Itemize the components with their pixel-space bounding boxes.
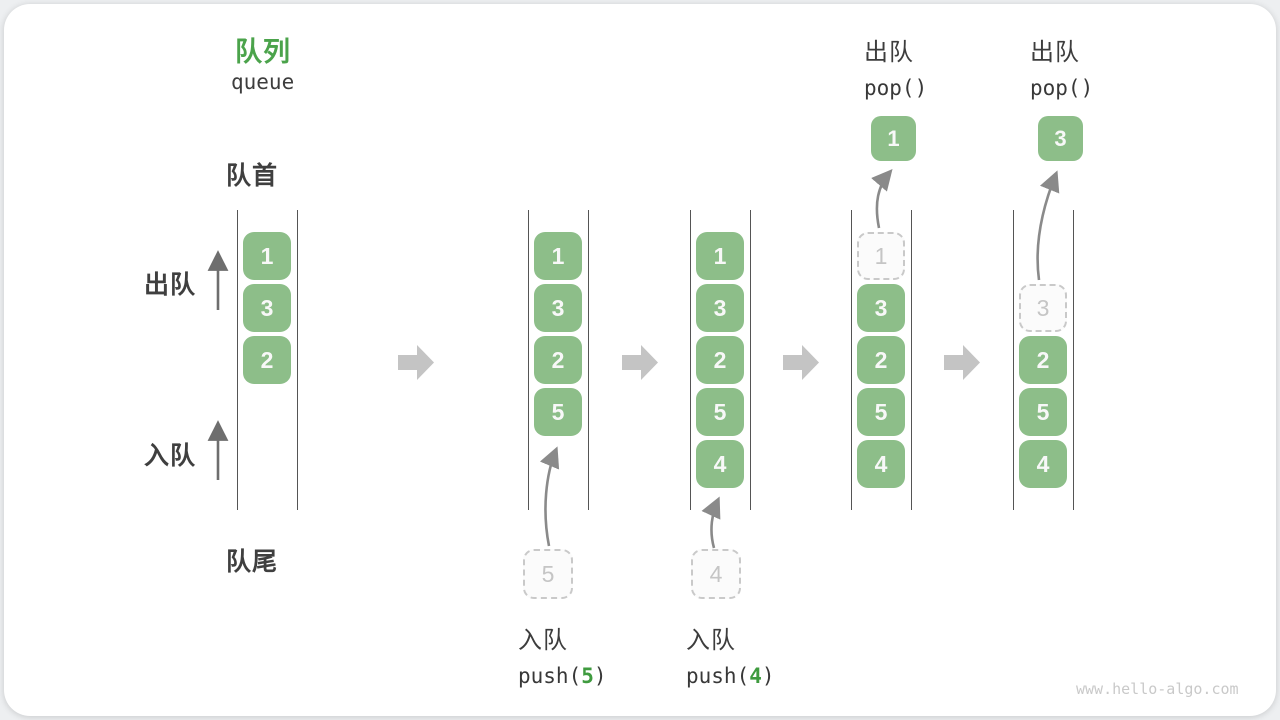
- push-code-prefix: push(: [686, 664, 750, 688]
- queue-item: 3: [534, 284, 582, 332]
- queue-item: 1: [243, 232, 291, 280]
- push-label: 入队: [518, 627, 568, 654]
- push-code-prefix: push(: [518, 664, 582, 688]
- pop-label: 出队: [864, 39, 914, 66]
- queue-state-2: 1 3 2 5: [528, 210, 589, 510]
- front-label: 队首: [226, 162, 279, 190]
- queue-item: 3: [243, 284, 291, 332]
- rear-label: 队尾: [226, 548, 279, 576]
- pop-code: pop(): [1030, 76, 1094, 100]
- queue-item: 2: [1019, 336, 1067, 384]
- push-annotation-2: 入队 push(4): [686, 620, 775, 688]
- queue-item-removed: 1: [857, 232, 905, 280]
- queue-item: 5: [534, 388, 582, 436]
- push4-arrow-icon: [701, 496, 721, 549]
- queue-item: 4: [857, 440, 905, 488]
- queue-state-4: 1 3 2 5 4: [851, 210, 912, 510]
- staged-value-box: 5: [523, 549, 573, 599]
- pop-annotation-1: 出队 pop(): [864, 32, 927, 100]
- queue-item: 5: [857, 388, 905, 436]
- push-code: push(5): [518, 664, 607, 688]
- queue-item: 5: [1019, 388, 1067, 436]
- staged-value-box: 4: [691, 549, 741, 599]
- queue-state-1: 1 3 2: [237, 210, 298, 510]
- popped-value-box: 1: [871, 116, 916, 161]
- queue-item: 1: [534, 232, 582, 280]
- step-arrow-icon: [783, 345, 819, 380]
- dequeue-label: 出队: [144, 271, 197, 299]
- step-arrow-icon: [622, 345, 658, 380]
- queue-item: 2: [243, 336, 291, 384]
- queue-item: 2: [857, 336, 905, 384]
- push-code-arg: 4: [749, 664, 762, 688]
- pop-code: pop(): [864, 76, 928, 100]
- push-annotation-1: 入队 push(5): [518, 620, 607, 688]
- popped-value-box: 3: [1038, 116, 1083, 161]
- page-subtitle: queue: [231, 70, 295, 94]
- queue-item: 4: [696, 440, 744, 488]
- push-code-suffix: ): [593, 664, 607, 688]
- push5-arrow-icon: [539, 446, 560, 547]
- pop1-arrow-icon: [871, 169, 893, 229]
- watermark: www.hello-algo.com: [1076, 680, 1239, 698]
- push-code: push(4): [686, 664, 775, 688]
- queue-item: 2: [696, 336, 744, 384]
- step-arrow-icon: [944, 345, 980, 380]
- queue-item: 3: [857, 284, 905, 332]
- enqueue-label: 入队: [144, 442, 197, 470]
- queue-item: 4: [1019, 440, 1067, 488]
- push-label: 入队: [686, 627, 736, 654]
- pop-annotation-2: 出队 pop(): [1030, 32, 1093, 100]
- queue-state-5: 3 2 5 4: [1013, 210, 1074, 510]
- queue-item: 1: [696, 232, 744, 280]
- step-arrow-icon: [398, 345, 434, 380]
- queue-state-3: 1 3 2 5 4: [690, 210, 751, 510]
- queue-item-removed: 3: [1019, 284, 1067, 332]
- push-code-suffix: ): [761, 664, 775, 688]
- pop-label: 出队: [1030, 39, 1080, 66]
- pop3-arrow-icon: [1036, 170, 1060, 281]
- queue-item: 3: [696, 284, 744, 332]
- queue-item: 2: [534, 336, 582, 384]
- queue-item: 5: [696, 388, 744, 436]
- push-code-arg: 5: [581, 664, 594, 688]
- page-title: 队列: [235, 37, 291, 67]
